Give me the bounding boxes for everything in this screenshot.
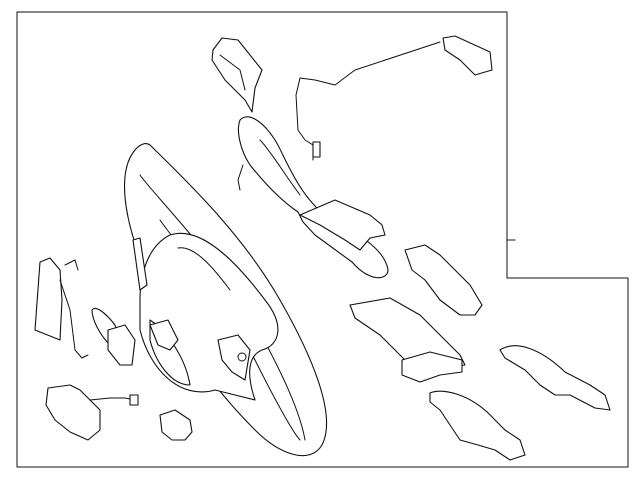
lower-trim-piece (429, 390, 526, 461)
steering-wheel (123, 143, 328, 457)
wire-harness (295, 35, 493, 161)
right-switch-bracket (404, 244, 483, 316)
left-control-switch (45, 384, 139, 441)
upper-trim-cover (237, 116, 389, 279)
right-side-trim (499, 345, 611, 411)
left-harness-switch (34, 257, 89, 359)
diagram-frame (16, 11, 629, 468)
right-lower-cover (349, 297, 466, 383)
left-paddle (91, 307, 136, 366)
switch-module-top (211, 37, 263, 113)
small-switch (159, 409, 193, 441)
